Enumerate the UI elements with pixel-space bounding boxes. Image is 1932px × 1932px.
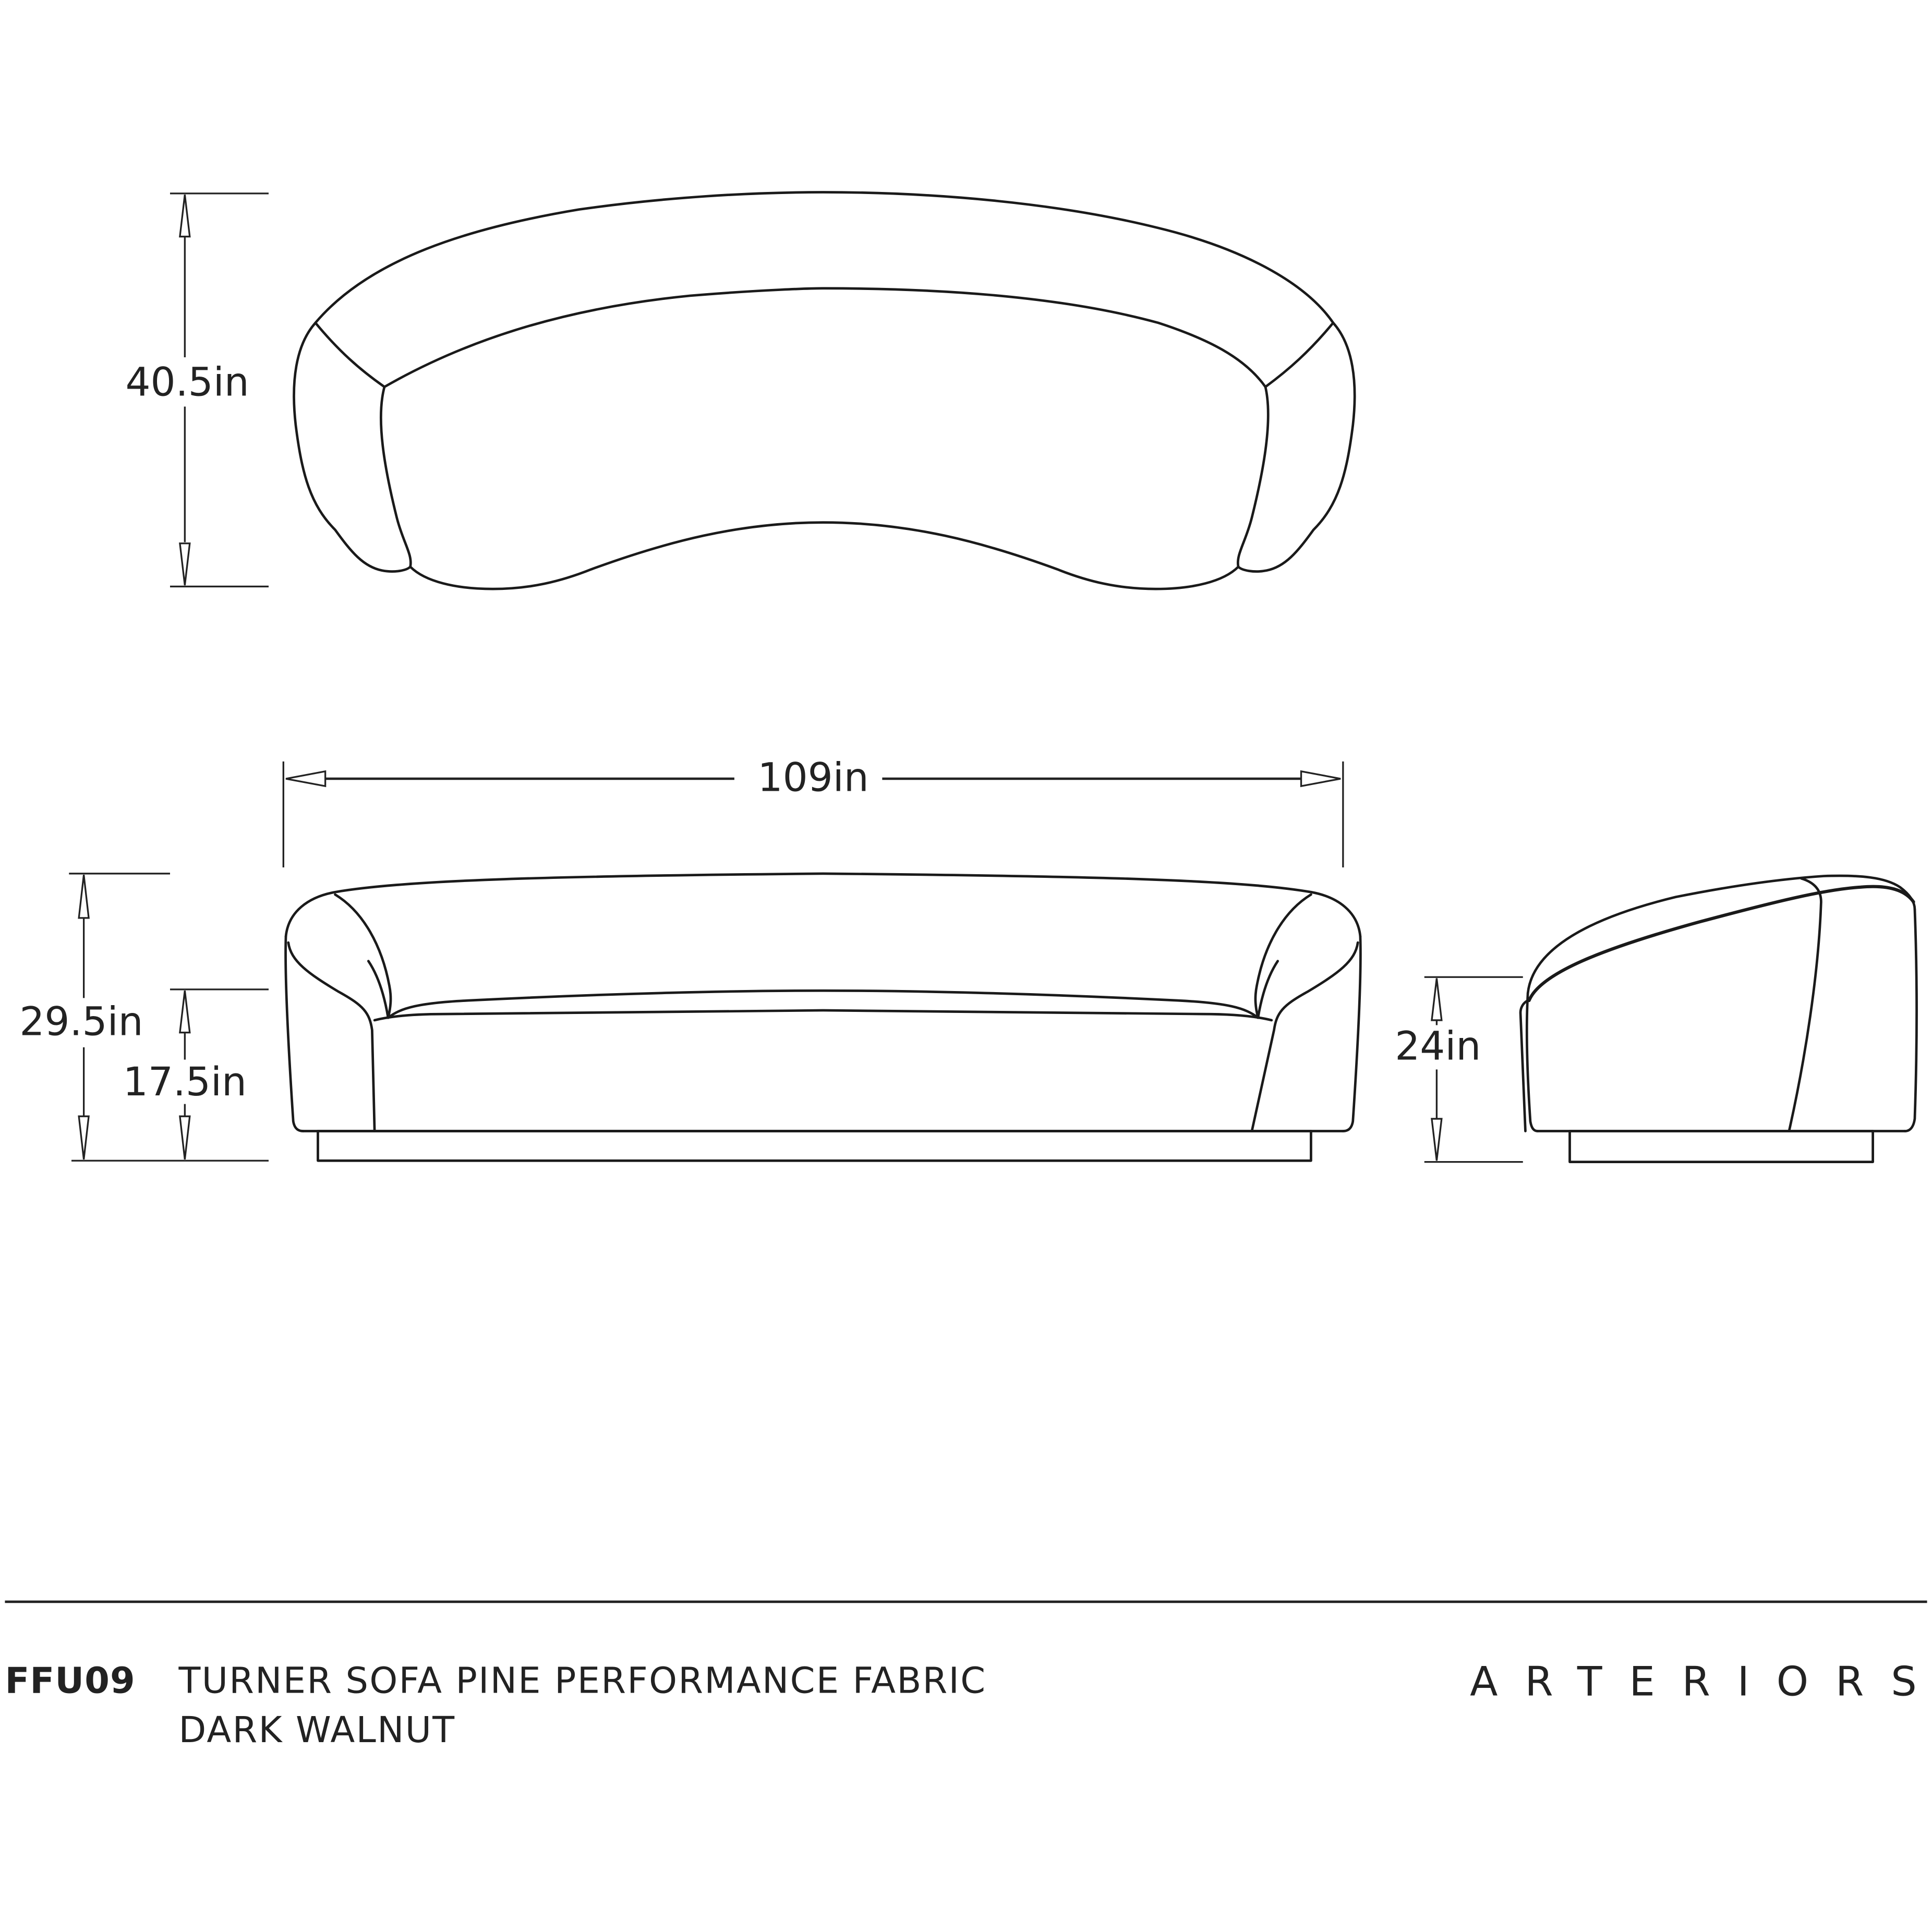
arrow-up-icon [78, 875, 90, 919]
arrow-down-icon [78, 1115, 90, 1160]
front-view-back-top [284, 872, 1362, 938]
side-view: 24in [1395, 874, 1918, 1163]
footer: FFU09 TURNER SOFA PINE PERFORMANCE FABRI… [5, 1600, 1932, 1751]
front-view-left-arm-fold [367, 960, 390, 1019]
side-view-arm-height-label: 24in [1395, 1023, 1481, 1069]
product-name-line-2: DARK WALNUT [179, 1709, 456, 1751]
front-view-overall-height-label: 29.5in [19, 998, 143, 1044]
brand-logo: ARTERIORS [1470, 1658, 1932, 1705]
front-view-right-arm-roll [1254, 893, 1312, 1019]
arrow-right-icon [1300, 770, 1341, 788]
front-view-left-side [284, 935, 305, 1132]
arrow-down-icon [179, 1115, 191, 1160]
arrow-down-icon [179, 542, 191, 586]
side-view-back-outer [1526, 874, 1916, 995]
front-view-right-arm-fold [1257, 960, 1279, 1019]
top-view: 40.5in [125, 191, 1356, 590]
top-view-left-arm-outer [293, 321, 412, 573]
arrow-left-icon [285, 770, 327, 788]
front-view-left-arm-face [287, 941, 376, 1132]
front-view-width-label: 109in [758, 755, 869, 801]
front-view-seat-height-label: 17.5in [123, 1059, 247, 1105]
arrow-up-icon [1431, 978, 1443, 1021]
side-view-arm-seam [1788, 877, 1822, 1132]
side-view-plinth [1568, 1130, 1874, 1163]
product-code: FFU09 [5, 1660, 135, 1702]
top-view-left-arm-seam [314, 321, 386, 389]
side-view-front-lip [1519, 999, 1529, 1132]
top-view-seat-front-edge [409, 521, 1240, 590]
top-view-right-arm-seam [1264, 321, 1335, 389]
front-view-right-arm-face [1250, 941, 1359, 1132]
top-view-left-arm-inner [379, 385, 412, 568]
front-view-left-arm-roll [334, 893, 392, 1019]
side-view-back-inner [1527, 885, 1915, 1003]
top-view-outer-back [314, 191, 1335, 324]
top-view-depth-label: 40.5in [125, 359, 249, 405]
product-name-line-1: TURNER SOFA PINE PERFORMANCE FABRIC [178, 1660, 987, 1702]
side-view-front-edge [1525, 992, 1539, 1132]
front-view: 109in 29.5in 17.5in [19, 755, 1362, 1162]
top-view-inner-back [383, 287, 1267, 389]
front-view-plinth [317, 1130, 1312, 1162]
arrow-down-icon [1431, 1118, 1443, 1161]
arrow-up-icon [179, 991, 191, 1034]
side-view-rear-edge [1903, 908, 1918, 1132]
front-view-seat-back-line [387, 989, 1260, 1019]
top-view-right-arm-inner [1236, 385, 1270, 568]
front-view-seat-front-line [373, 1009, 1273, 1022]
front-view-right-side [1342, 935, 1362, 1132]
top-view-right-arm-outer [1237, 321, 1356, 573]
arrow-up-icon [179, 195, 191, 238]
